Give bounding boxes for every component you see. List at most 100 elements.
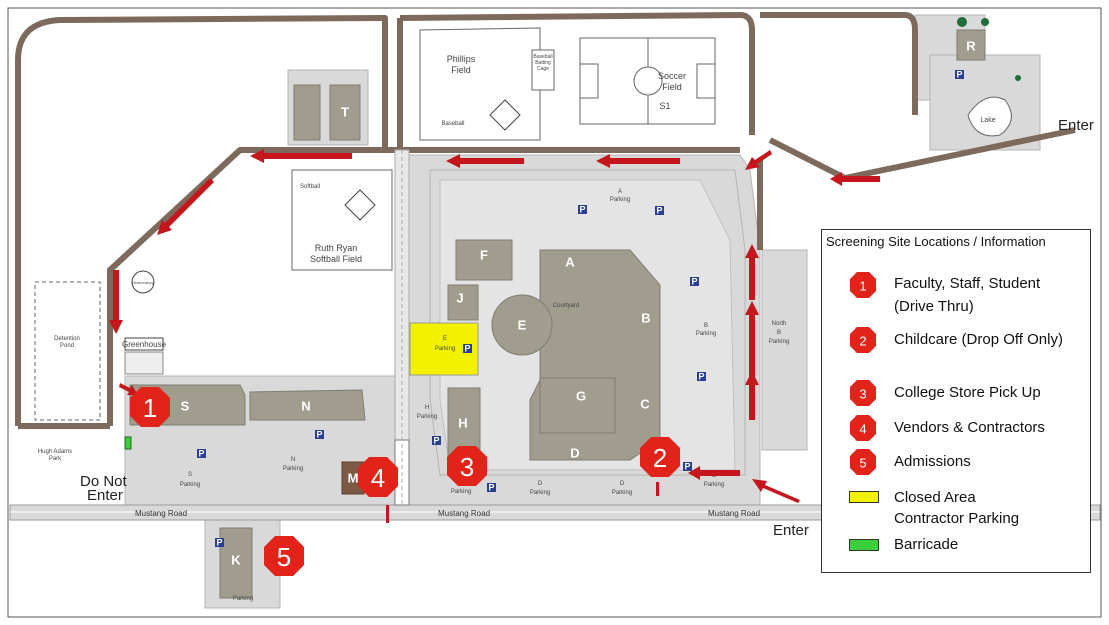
greenhouse bbox=[124, 337, 164, 351]
parking-e-label: E bbox=[443, 336, 447, 342]
phillips-field-label: Phillips bbox=[447, 54, 476, 64]
red-hexagon-icon: 2 bbox=[850, 327, 876, 353]
enter-label-south: Enter bbox=[773, 522, 809, 539]
legend-barricade-label: Barricade bbox=[894, 536, 959, 553]
screening-marker-1[interactable]: 1 bbox=[130, 387, 170, 427]
svg-text:P: P bbox=[579, 205, 585, 215]
svg-text:P: P bbox=[956, 70, 962, 80]
baseball-label: Baseball bbox=[441, 121, 464, 127]
batting-cage-label-2: Batting bbox=[535, 60, 551, 66]
building-label-g: G bbox=[576, 389, 586, 404]
svg-text:2: 2 bbox=[859, 334, 866, 349]
buildings bbox=[129, 29, 986, 599]
parking-a-label: A bbox=[618, 189, 622, 195]
legend: Screening Site Locations / Information 1… bbox=[821, 229, 1091, 573]
svg-text:P: P bbox=[684, 462, 690, 472]
parking-s-label-2: Parking bbox=[180, 482, 200, 488]
do-not-enter-label-2: Enter bbox=[87, 487, 123, 504]
parking-d2-label-2: Parking bbox=[612, 490, 632, 496]
parking-k-label: Parking bbox=[233, 596, 253, 602]
building-label-b: B bbox=[641, 311, 650, 326]
screening-marker-5[interactable]: 5 bbox=[264, 536, 304, 576]
svg-text:P: P bbox=[656, 206, 662, 216]
parking-e-label-2: Parking bbox=[435, 346, 455, 352]
svg-text:4: 4 bbox=[371, 463, 385, 493]
parking-icon: P bbox=[432, 436, 441, 446]
building-label-s: S bbox=[181, 399, 190, 414]
svg-text:P: P bbox=[316, 430, 322, 440]
parking-icon: P bbox=[690, 277, 699, 287]
batting-cage-label: Baseball bbox=[533, 54, 552, 60]
lake bbox=[967, 96, 1012, 137]
athletic-fields bbox=[34, 27, 716, 421]
road-label-mustang-right: Mustang Road bbox=[708, 509, 760, 518]
building-label-t: T bbox=[341, 105, 349, 120]
parking-b-label: B bbox=[704, 323, 708, 329]
red-hexagon-icon: 5 bbox=[850, 449, 876, 475]
legend-item-4-label: Vendors & Contractors bbox=[894, 419, 1045, 436]
batting-cage-label-3: Cage bbox=[537, 66, 549, 72]
building-label-c: C bbox=[640, 397, 650, 412]
svg-text:3: 3 bbox=[859, 387, 866, 402]
svg-text:P: P bbox=[488, 483, 494, 493]
legend-item-5-label: Admissions bbox=[894, 453, 971, 470]
parking-d1-label: D bbox=[538, 481, 543, 487]
legend-item-1-sublabel: (Drive Thru) bbox=[894, 298, 974, 315]
softball-label: Softball bbox=[300, 184, 320, 190]
screening-marker-4[interactable]: 4 bbox=[358, 457, 398, 497]
barricade bbox=[124, 436, 132, 450]
parking-h-label-2: Parking bbox=[417, 414, 437, 420]
parking-d1-label-2: Parking bbox=[530, 490, 550, 496]
building-label-d: D bbox=[570, 446, 579, 461]
hugh-adams-label-2: Park bbox=[49, 456, 62, 462]
svg-text:1: 1 bbox=[859, 279, 866, 294]
parking-c-label-2: Parking bbox=[704, 482, 724, 488]
map-frame bbox=[7, 7, 1102, 618]
closed-area-swatch bbox=[849, 491, 879, 503]
parking-north-b-label: North bbox=[772, 321, 787, 327]
svg-text:P: P bbox=[698, 372, 704, 382]
parking-s-label: S bbox=[188, 472, 192, 478]
screening-marker-3[interactable]: 3 bbox=[447, 446, 487, 486]
do-not-enter-label: Do Not bbox=[80, 473, 128, 490]
detention-pond-label: Detention bbox=[54, 336, 80, 342]
svg-text:5: 5 bbox=[277, 542, 291, 572]
courtyard-label: Courtyard bbox=[553, 303, 579, 309]
parking-h-label: H bbox=[425, 405, 429, 411]
parking-icon: P bbox=[197, 449, 206, 459]
svg-text:5: 5 bbox=[859, 456, 866, 471]
legend-title: Screening Site Locations / Information bbox=[826, 234, 1046, 249]
svg-text:P: P bbox=[198, 449, 204, 459]
parking-icon: P bbox=[487, 483, 496, 493]
svg-text:P: P bbox=[464, 344, 470, 354]
svg-text:3: 3 bbox=[460, 452, 474, 482]
red-hexagon-icon: 4 bbox=[850, 415, 876, 441]
building-label-a: A bbox=[565, 255, 575, 270]
parking-n-label: N bbox=[291, 457, 295, 463]
building-label-m: M bbox=[348, 471, 359, 486]
building-label-k: K bbox=[231, 553, 241, 568]
screening-marker-2[interactable]: 2 bbox=[640, 437, 680, 477]
parking-icon: P bbox=[955, 70, 964, 80]
legend-closed-label: Closed Area bbox=[894, 489, 976, 506]
legend-closed-sublabel: Contractor Parking bbox=[894, 510, 1020, 527]
barricade-swatch bbox=[849, 539, 879, 551]
svg-text:4: 4 bbox=[859, 422, 866, 437]
traffic-arrows bbox=[109, 149, 880, 503]
parking-side-label: Parking bbox=[451, 489, 471, 495]
building-label-h: H bbox=[458, 416, 467, 431]
ruth-ryan-label-2: Softball Field bbox=[310, 254, 362, 264]
observatory-icon bbox=[131, 270, 155, 294]
svg-text:2: 2 bbox=[653, 443, 667, 473]
parking-icon: P bbox=[463, 344, 472, 354]
legend-item-2-label: Childcare (Drop Off Only) bbox=[894, 331, 1063, 348]
svg-text:P: P bbox=[433, 436, 439, 446]
parking-icon: P bbox=[697, 372, 706, 382]
red-hexagon-icon: 1 bbox=[850, 272, 876, 298]
phillips-field-label-2: Field bbox=[451, 65, 471, 75]
parking-icon: P bbox=[315, 430, 324, 440]
observatory-label: Observatory bbox=[132, 280, 154, 285]
parking-b-label-2: Parking bbox=[696, 331, 716, 337]
legend-item-1-label: Faculty, Staff, Student bbox=[894, 275, 1041, 292]
building-label-f: F bbox=[480, 248, 488, 263]
